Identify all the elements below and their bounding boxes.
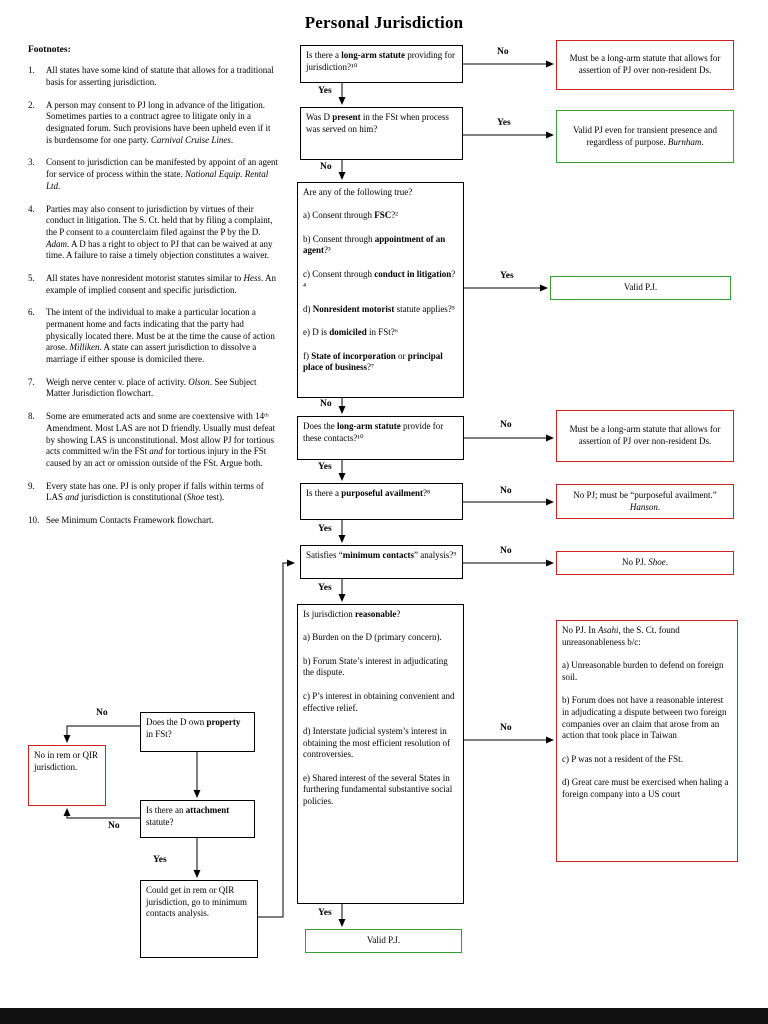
outcome-no-pj-asahi: No PJ. In Asahi, the S. Ct. found unreas… — [556, 620, 738, 862]
footnote-text: Weigh nerve center v. place of activity.… — [46, 376, 257, 399]
label-yes: Yes — [497, 118, 511, 128]
label-yes: Yes — [318, 583, 332, 593]
footnote-number: 9. — [28, 480, 35, 491]
footnote-item: 3. Consent to jurisdiction can be manifes… — [28, 157, 278, 192]
label-no: No — [500, 546, 512, 556]
flow-q-traditional-bases: Are any of the following true?a) Consent… — [297, 182, 464, 398]
footnotes-heading: Footnotes: — [28, 45, 71, 55]
footnote-item: 7. Weigh nerve center v. place of activit… — [28, 377, 278, 400]
label-no: No — [500, 486, 512, 496]
label-yes: Yes — [318, 462, 332, 472]
label-yes: Yes — [153, 855, 167, 865]
footnote-text: All states have nonresident motorist sta… — [46, 272, 276, 295]
flow-q-attachment-statute: Is there an attachment statute? — [140, 800, 255, 838]
label-yes: Yes — [318, 524, 332, 534]
outcome-no-long-arm-contacts: Must be a long-arm statute that allows f… — [556, 410, 734, 462]
label-no: No — [108, 821, 120, 831]
flow-q-minimum-contacts: Satisfies “minimum contacts” analysis?⁹ — [300, 545, 463, 579]
outcome-text: No PJ. Shoe. — [621, 557, 668, 568]
footnote-number: 2. — [28, 99, 35, 110]
flow-q-present-in-forum-state: Was D present in the FSt when process wa… — [300, 107, 463, 160]
outcome-valid-pj-transient-presence: Valid PJ even for transient presence and… — [556, 110, 734, 163]
footnote-item: 8. Some are enumerated acts and some are … — [28, 411, 278, 469]
footnote-text: Some are enumerated acts and some are co… — [46, 411, 276, 468]
label-no: No — [96, 708, 108, 718]
footnote-text: Every state has one. PJ is only proper i… — [46, 480, 264, 503]
footnote-number: 10. — [28, 514, 40, 525]
footnote-number: 3. — [28, 157, 35, 168]
flow-q-long-arm-statute: Is there a long-arm statute providing fo… — [300, 45, 463, 83]
outcome-text: Must be a long-arm statute that allows f… — [569, 53, 721, 75]
footnote-text: A person may consent to PJ long in advan… — [46, 99, 271, 145]
label-no: No — [500, 723, 512, 733]
outcome-valid-pj-traditional: Valid P.J. — [550, 276, 731, 300]
flow-q-own-property: Does the D own property in FSt? — [140, 712, 255, 752]
footnote-number: 8. — [28, 411, 35, 422]
outcome-no-pj-shoe: No PJ. Shoe. — [556, 551, 734, 575]
footnote-item: 6. The intent of the individual to make a… — [28, 307, 278, 365]
flow-q-jurisdiction-reasonable: Is jurisdiction reasonable?a) Burden on … — [297, 604, 464, 904]
footnote-text: See Minimum Contacts Framework flowchart… — [46, 514, 214, 525]
footnote-item: 2. A person may consent to PJ long in adv… — [28, 100, 278, 147]
footnote-item: 5. All states have nonresident motorist s… — [28, 273, 278, 296]
footnotes-panel: Footnotes: 1. All states have some kind o… — [28, 44, 278, 538]
label-yes: Yes — [318, 908, 332, 918]
page-title: Personal Jurisdiction — [304, 13, 464, 32]
footnote-number: 7. — [28, 376, 35, 387]
flow-q-long-arm-contacts: Does the long-arm statute provide for th… — [297, 416, 464, 460]
viewer-bottom-bar — [0, 1008, 768, 1024]
outcome-text: No PJ; must be “purposeful availment.” H… — [573, 489, 717, 512]
footnote-number: 4. — [28, 203, 35, 214]
label-yes: Yes — [318, 86, 332, 96]
label-no: No — [320, 162, 332, 172]
footnote-item: 10. See Minimum Contacts Framework flowch… — [28, 515, 278, 527]
outcome-text: Must be a long-arm statute that allows f… — [569, 424, 721, 446]
flow-q-purposeful-availment: Is there a purposeful availment?⁸ — [300, 483, 463, 520]
outcome-no-long-arm-statute: Must be a long-arm statute that allows f… — [556, 40, 734, 90]
footnote-text: The intent of the individual to make a p… — [46, 307, 275, 365]
outcome-text: Valid PJ even for transient presence and… — [573, 124, 717, 147]
footnote-number: 1. — [28, 65, 35, 76]
outcome-no-pj-hanson: No PJ; must be “purposeful availment.” H… — [556, 484, 734, 519]
label-no: No — [320, 399, 332, 409]
footnote-number: 6. — [28, 307, 35, 318]
footnote-item: 1. All states have some kind of statute t… — [28, 65, 278, 88]
outcome-valid-pj-final: Valid P.J. — [305, 929, 462, 953]
outcome-no-in-rem-qir: No in rem or QIR jurisdiction. — [28, 745, 106, 806]
label-no: No — [500, 420, 512, 430]
outcome-text: Valid P.J. — [623, 282, 658, 293]
footnote-item: 9. Every state has one. PJ is only proper… — [28, 481, 278, 504]
outcome-text: Valid P.J. — [366, 935, 401, 946]
label-yes: Yes — [500, 271, 514, 281]
footnote-item: 4. Parties may also consent to jurisdicti… — [28, 204, 278, 262]
footnote-text: Parties may also consent to jurisdiction… — [46, 203, 273, 261]
label-no: No — [497, 47, 509, 57]
footnote-number: 5. — [28, 272, 35, 283]
footnote-text: All states have some kind of statute tha… — [46, 65, 274, 88]
footnote-text: Consent to jurisdiction can be manifeste… — [46, 157, 278, 191]
flow-note-in-rem-qir: Could get in rem or QIR jurisdiction, go… — [140, 880, 258, 958]
